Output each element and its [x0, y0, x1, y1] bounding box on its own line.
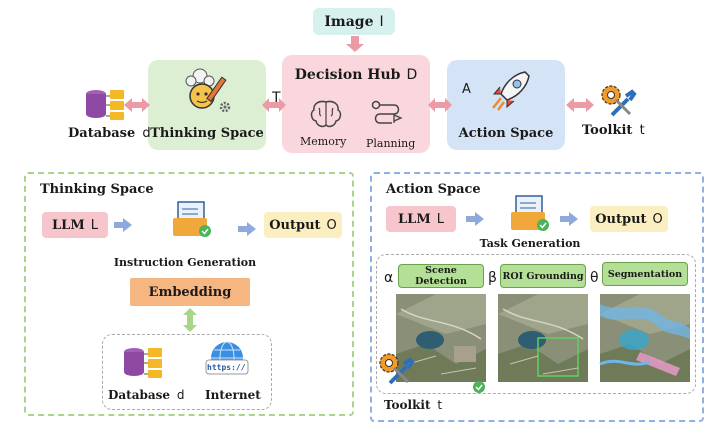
thinking-space-label: Thinking Space	[150, 126, 264, 141]
memory-label: Memory	[300, 135, 347, 148]
thinking-panel-title: Thinking Space	[40, 182, 154, 197]
tool-symbol-beta: β	[488, 270, 497, 286]
rocket-icon	[492, 71, 530, 111]
thinking-head-icon	[185, 68, 227, 109]
action-llm-box: LLM L	[386, 206, 456, 232]
task-document-icon	[511, 195, 549, 231]
database-thinking-arrow	[124, 98, 150, 112]
embedding-arrow	[183, 308, 197, 332]
action-panel	[370, 172, 704, 422]
thinking-hub-arrow	[262, 98, 286, 112]
image-to-hub-arrow	[346, 36, 364, 52]
thinking-database-label: Database	[108, 388, 171, 402]
action-output-box: Output O	[590, 206, 668, 232]
thinking-llm-symbol: L	[90, 217, 98, 233]
globe-icon	[205, 341, 249, 375]
database-icon	[124, 348, 162, 378]
thinking-output-arrow	[238, 222, 256, 236]
action-toolkit-symbol: t	[437, 398, 443, 412]
planning-label: Planning	[366, 137, 416, 150]
action-llm-symbol: L	[436, 211, 444, 227]
aerial-image-segmentation	[599, 294, 690, 382]
image-label: Image	[324, 13, 374, 30]
action-space-label: Action Space	[458, 126, 554, 141]
database-icon	[86, 90, 124, 120]
thinking-space-node: Thinking Space	[148, 60, 266, 150]
action-toolkit-label: Toolkit	[384, 398, 431, 412]
database-symbol: d	[142, 126, 151, 141]
thinking-output-symbol: O	[326, 217, 337, 233]
gear-icon	[219, 101, 231, 113]
decision-hub-symbol: D	[406, 67, 418, 83]
toolkit-label: Toolkit	[582, 123, 633, 138]
toolkit-group	[376, 254, 696, 394]
decision-hub-label: Decision Hub	[294, 67, 401, 83]
action-output-label: Output	[595, 211, 647, 227]
instruction-document-icon	[173, 201, 211, 237]
thinking-llm-label: LLM	[52, 217, 85, 233]
task-generation-label: Task Generation	[479, 237, 581, 250]
action-symbol: A	[462, 82, 471, 97]
embedding-label: Embedding	[148, 284, 232, 300]
image-node: Image I	[313, 8, 395, 35]
toolkit-icon	[379, 353, 415, 385]
toolkit-icon	[601, 85, 637, 117]
tool-label: ROI Grounding	[502, 270, 584, 282]
action-panel-title: Action Space	[386, 182, 481, 197]
action-llm-arrow	[466, 212, 484, 226]
tool-segmentation: Segmentation	[602, 262, 688, 286]
thinking-output-label: Output	[269, 217, 321, 233]
action-output-arrow	[560, 212, 578, 226]
aerial-image-roi	[498, 294, 588, 382]
thinking-panel	[24, 172, 354, 416]
tool-label: Scene Detection	[415, 265, 467, 287]
toolkit-symbol: t	[639, 123, 645, 138]
embedding-box: Embedding	[130, 278, 250, 306]
thinking-symbol: T	[272, 90, 281, 106]
action-llm-label: LLM	[398, 211, 431, 227]
tool-label: Segmentation	[607, 268, 683, 280]
internet-label: Internet	[205, 388, 261, 402]
brain-icon	[310, 100, 342, 128]
tool-symbol-theta: θ	[590, 270, 599, 286]
aerial-image-scene	[396, 294, 486, 382]
checkmark-icon	[473, 381, 485, 393]
tool-roi-grounding: ROI Grounding	[500, 264, 586, 288]
database-label: Database	[68, 126, 136, 141]
instruction-generation-label: Instruction Generation	[113, 256, 257, 269]
thinking-output-box: Output O	[264, 212, 342, 238]
tool-scene-detection: Scene Detection	[398, 264, 484, 288]
knowledge-sources-group	[102, 334, 272, 410]
action-toolkit-arrow	[566, 98, 594, 112]
image-symbol: I	[379, 13, 384, 30]
https-text: https://	[207, 363, 246, 372]
action-space-node: Action Space	[447, 60, 565, 150]
thinking-llm-box: LLM L	[42, 212, 108, 238]
hub-action-arrow	[428, 98, 452, 112]
planning-path-icon	[371, 100, 403, 124]
thinking-database-symbol: d	[176, 388, 185, 402]
decision-hub-node: Decision Hub D Memory Planning	[282, 55, 430, 153]
thinking-llm-arrow	[114, 218, 132, 232]
tool-symbol-alpha: α	[384, 270, 394, 286]
action-output-symbol: O	[652, 211, 663, 227]
